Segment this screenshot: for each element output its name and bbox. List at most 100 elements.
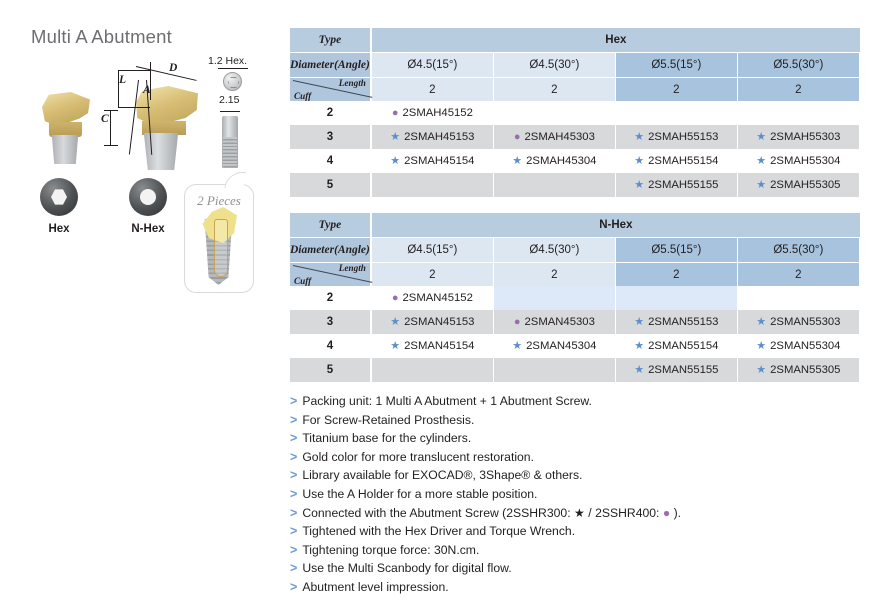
list-item: >Packing unit: 1 Multi A Abutment + 1 Ab… [290, 394, 592, 408]
bullet-arrow-icon: > [290, 431, 298, 446]
row-type: 4 [290, 149, 372, 173]
product-cell [493, 101, 616, 125]
product-cell [615, 286, 738, 310]
header-length-3: 2 [615, 262, 738, 286]
table-row: 2 ●2SMAN45152 [290, 286, 860, 310]
row-type: 2 [290, 286, 372, 310]
product-table-hex: Type Hex Diameter(Angle) Ø4.5(15°) Ø4.5(… [290, 28, 860, 197]
bullet-arrow-icon: > [290, 505, 298, 520]
row-type: 3 [290, 310, 372, 334]
header-diameter-1: Ø4.5(15°) [371, 237, 494, 262]
table-row: 4 ★2SMAN45154 ★2SMAN45304 ★2SMAN55154 ★2… [290, 334, 860, 358]
bullet-arrow-icon: > [290, 524, 298, 539]
product-cell [615, 101, 738, 125]
hex-socket-top-view-icon [223, 72, 242, 91]
product-cell [371, 358, 494, 382]
header-group-n-hex: N-Hex [371, 213, 860, 237]
bullet-arrow-icon: > [290, 449, 298, 464]
bullet-arrow-icon: > [290, 486, 298, 501]
list-item: >Tightening torque force: 30N.cm. [290, 542, 480, 557]
table-row: 3 ★2SMAH45153 ●2SMAH45303 ★2SMAH55153 ★2… [290, 125, 860, 149]
product-cell[interactable]: ★2SMAH45154 [371, 149, 494, 173]
product-cell [493, 173, 616, 197]
screw-width-label: 2.15 [219, 94, 240, 106]
product-cell[interactable]: ★2SMAN55303 [737, 310, 860, 334]
header-diameter-3: Ø5.5(15°) [615, 52, 738, 77]
connection-n-hex: N-Hex [129, 178, 167, 235]
dim-line-c [110, 110, 111, 146]
table-header-row: Type Hex [290, 28, 860, 52]
product-cell[interactable]: ★2SMAN45154 [371, 334, 494, 358]
product-cell [737, 101, 860, 125]
connection-n-hex-label: N-Hex [131, 223, 165, 235]
product-cell[interactable]: ●2SMAH45303 [493, 125, 616, 149]
product-cell[interactable]: ★2SMAN55154 [615, 334, 738, 358]
product-cell [493, 286, 616, 310]
list-item: > Connected with the Abutment Screw (2SSH… [290, 505, 850, 521]
dim-line-l-right [150, 62, 151, 100]
dim-line-l-left [118, 70, 119, 108]
header-length-label: Length [338, 263, 366, 273]
table-header-row: Type N-Hex [290, 213, 860, 237]
header-type: Type [290, 213, 372, 237]
table-row: 2 ●2SMAH45152 [290, 101, 860, 125]
list-item: >Abutment level impression. [290, 579, 449, 594]
header-length-2: 2 [493, 77, 616, 101]
row-type: 5 [290, 358, 372, 382]
dim-line-c-top [104, 110, 118, 111]
table-diameter-row: Diameter(Angle) Ø4.5(15°) Ø4.5(30°) Ø5.5… [290, 52, 860, 77]
product-cell[interactable]: ★2SMAN45153 [371, 310, 494, 334]
header-cuff-length: Length Cuff [290, 262, 372, 286]
header-group-hex: Hex [371, 28, 860, 52]
bullet-arrow-icon: > [290, 561, 298, 576]
product-cell[interactable]: ●2SMAN45303 [493, 310, 616, 334]
table-row: 5 ★2SMAH55155 ★2SMAH55305 [290, 173, 860, 197]
bullet-arrow-icon: > [290, 394, 298, 408]
abutment-render-large [128, 86, 208, 170]
dim-label-l: L [119, 74, 127, 86]
note-abutment-screw: Connected with the Abutment Screw (2SSHR… [302, 505, 682, 520]
header-diameter-2: Ø4.5(30°) [493, 52, 616, 77]
product-cell[interactable]: ●2SMAN45152 [371, 286, 494, 310]
dim-label-c: C [101, 113, 109, 125]
callout-tail [224, 172, 247, 188]
list-item: >Tightened with the Hex Driver and Torqu… [290, 524, 576, 539]
header-type: Type [290, 28, 372, 52]
product-cell[interactable]: ★2SMAN55305 [737, 358, 860, 382]
round-socket-icon [129, 178, 167, 216]
header-cuff-label: Cuff [294, 91, 312, 101]
header-length-2: 2 [493, 262, 616, 286]
product-cell[interactable]: ★2SMAH45304 [493, 149, 616, 173]
table-length-row: Length Cuff 2 2 2 2 [290, 262, 860, 286]
two-pieces-callout: 2 Pieces [184, 172, 254, 293]
product-cell[interactable]: ★2SMAN55153 [615, 310, 738, 334]
product-cell[interactable]: ★2SMAN55304 [737, 334, 860, 358]
product-cell[interactable]: ★2SMAH55303 [737, 125, 860, 149]
row-type: 2 [290, 101, 372, 125]
table-row: 3 ★2SMAN45153 ●2SMAN45303 ★2SMAN55153 ★2… [290, 310, 860, 334]
product-cell[interactable]: ★2SMAH55155 [615, 173, 738, 197]
table-length-row: Length Cuff 2 2 2 2 [290, 77, 860, 101]
dim-label-a: A [143, 84, 151, 96]
product-cell[interactable]: ★2SMAH55154 [615, 149, 738, 173]
header-length-1: 2 [371, 262, 494, 286]
header-length-label: Length [338, 78, 366, 88]
header-diameter-2: Ø4.5(30°) [493, 237, 616, 262]
product-cell [737, 286, 860, 310]
list-item: >Gold color for more translucent restora… [290, 449, 534, 464]
abutment-render-small [36, 92, 96, 164]
row-type: 3 [290, 125, 372, 149]
product-cell[interactable]: ★2SMAH55304 [737, 149, 860, 173]
product-cell[interactable]: ★2SMAN55155 [615, 358, 738, 382]
header-length-3: 2 [615, 77, 738, 101]
product-cell[interactable]: ★2SMAH55153 [615, 125, 738, 149]
header-diameter-4: Ø5.5(30°) [737, 52, 860, 77]
row-type: 4 [290, 334, 372, 358]
product-cell[interactable]: ★2SMAH55305 [737, 173, 860, 197]
product-cell[interactable]: ★2SMAN45304 [493, 334, 616, 358]
row-type: 5 [290, 173, 372, 197]
bullet-arrow-icon: > [290, 412, 298, 427]
product-cell[interactable]: ★2SMAH45153 [371, 125, 494, 149]
product-cell[interactable]: ●2SMAH45152 [371, 101, 494, 125]
